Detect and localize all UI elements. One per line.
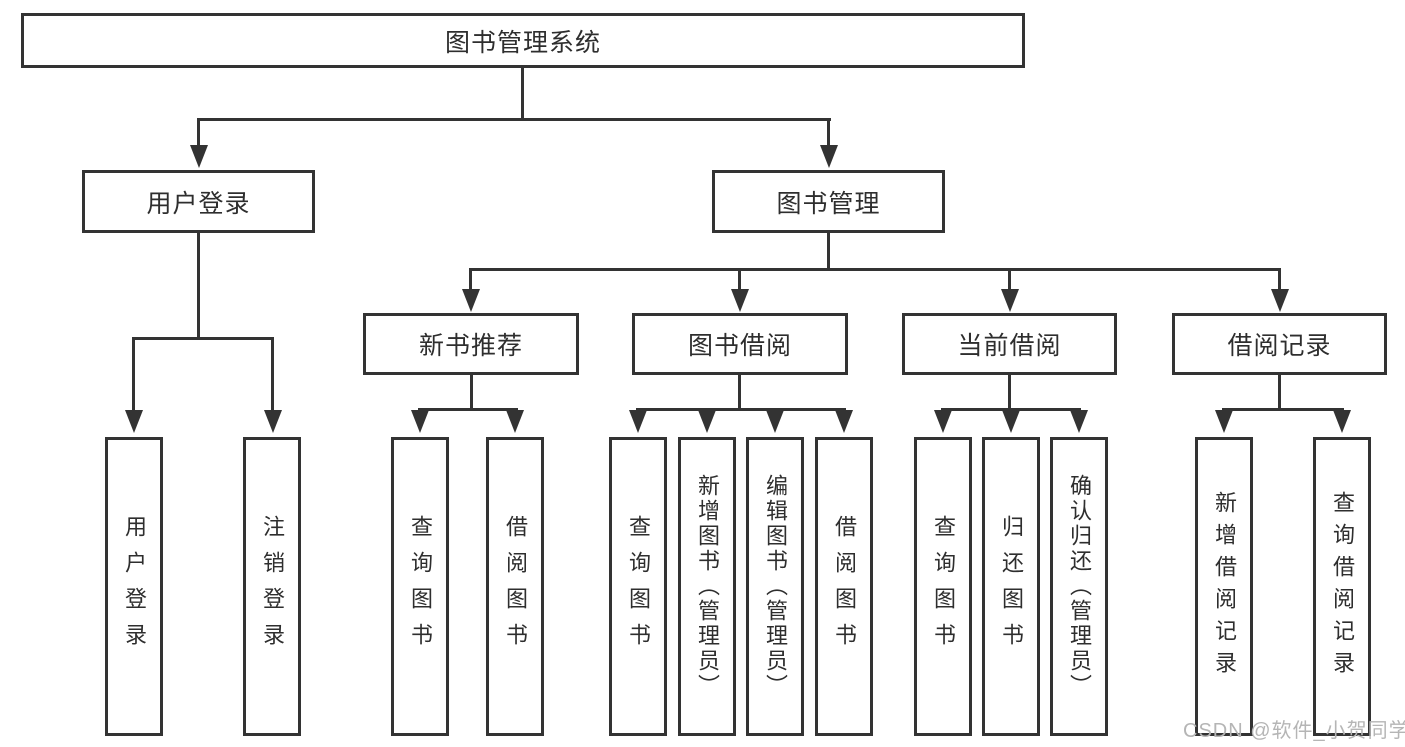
arrow-down-icon (698, 410, 716, 433)
leaf-label: 查询借阅记录 (1330, 490, 1355, 683)
leaf-label: 借阅图书 (832, 514, 857, 659)
connector-level2-bar (197, 118, 831, 121)
connector-stub-book-borrow (738, 268, 741, 289)
leaf-logout: 注销登录 (243, 437, 301, 736)
arrow-down-icon (411, 410, 429, 433)
leaf-label: 查询图书 (931, 514, 956, 659)
connector-book-mgmt-drop (827, 233, 830, 271)
leaf-label: 确认归还（管理员） (1067, 474, 1092, 699)
connector-borrow-records-drop (1278, 375, 1281, 408)
connector-stub-leaf (271, 337, 274, 410)
connector-stub-new-books (469, 268, 472, 289)
node-book-borrow: 图书借阅 (632, 313, 848, 375)
leaf-edit-books-admin: 编辑图书（管理员） (746, 437, 804, 736)
leaf-return-books: 归还图书 (982, 437, 1040, 736)
arrow-down-icon (1070, 410, 1088, 433)
connector-level3-bar (469, 268, 1281, 271)
arrow-down-icon (1002, 410, 1020, 433)
connector-current-borrow-bar (941, 408, 1081, 411)
leaf-label: 用户登录 (122, 514, 147, 659)
connector-user-login-bar (132, 337, 274, 340)
leaf-query-borrow-record: 查询借阅记录 (1313, 437, 1371, 736)
leaf-query-books-borrow: 查询图书 (609, 437, 667, 736)
leaf-label: 新增图书（管理员） (695, 474, 720, 699)
connector-stub-book-mgmt (827, 118, 830, 146)
leaf-borrow-books-newbooks: 借阅图书 (486, 437, 544, 736)
arrow-down-icon (190, 145, 208, 168)
leaf-add-borrow-record: 新增借阅记录 (1195, 437, 1253, 736)
node-borrow-records-label: 借阅记录 (1227, 332, 1332, 360)
node-current-borrow-label: 当前借阅 (957, 332, 1062, 360)
node-book-mgmt-label: 图书管理 (776, 189, 881, 218)
connector-user-login-drop (197, 233, 200, 337)
arrow-down-icon (934, 410, 952, 433)
leaf-label: 归还图书 (999, 514, 1024, 659)
arrow-down-icon (1001, 289, 1019, 312)
arrow-down-icon (264, 410, 282, 433)
arrow-down-icon (731, 289, 749, 312)
arrow-down-icon (629, 410, 647, 433)
arrow-down-icon (1333, 410, 1351, 433)
leaf-label: 新增借阅记录 (1212, 490, 1237, 683)
connector-book-borrow-bar (636, 408, 846, 411)
leaf-confirm-return-admin: 确认归还（管理员） (1050, 437, 1108, 736)
arrow-down-icon (835, 410, 853, 433)
connector-stub-current-borrow (1008, 268, 1011, 289)
arrow-down-icon (820, 145, 838, 168)
connector-new-books-drop (470, 375, 473, 408)
leaf-borrow-books: 借阅图书 (815, 437, 873, 736)
node-user-login: 用户登录 (82, 170, 315, 233)
connector-current-borrow-drop (1008, 375, 1011, 408)
leaf-add-books-admin: 新增图书（管理员） (678, 437, 736, 736)
leaf-query-books-newbooks: 查询图书 (391, 437, 449, 736)
arrow-down-icon (125, 410, 143, 433)
node-root-label: 图书管理系统 (444, 28, 601, 57)
connector-stub-user-login (197, 118, 200, 146)
node-new-books-label: 新书推荐 (418, 332, 523, 360)
node-new-books: 新书推荐 (363, 313, 579, 375)
arrow-down-icon (462, 289, 480, 312)
leaf-query-books-current: 查询图书 (914, 437, 972, 736)
arrow-down-icon (1271, 289, 1289, 312)
connector-root-drop (521, 68, 524, 118)
arrow-down-icon (506, 410, 524, 433)
connector-borrow-records-bar (1222, 408, 1344, 411)
node-borrow-records: 借阅记录 (1172, 313, 1387, 375)
connector-stub-leaf (132, 337, 135, 410)
leaf-label: 查询图书 (626, 514, 651, 659)
arrow-down-icon (1215, 410, 1233, 433)
node-book-mgmt: 图书管理 (712, 170, 945, 233)
node-book-borrow-label: 图书借阅 (687, 332, 792, 360)
connector-new-books-bar (418, 408, 518, 411)
connector-book-borrow-drop (738, 375, 741, 408)
arrow-down-icon (766, 410, 784, 433)
node-current-borrow: 当前借阅 (902, 313, 1117, 375)
csdn-watermark: CSDN @软件_小贺同学 (1183, 720, 1405, 742)
leaf-label: 注销登录 (260, 514, 285, 659)
leaf-label: 借阅图书 (503, 514, 528, 659)
node-root: 图书管理系统 (21, 13, 1025, 68)
node-user-login-label: 用户登录 (146, 189, 251, 218)
connector-stub-borrow-records (1278, 268, 1281, 289)
leaf-label: 查询图书 (408, 514, 433, 659)
leaf-user-login: 用户登录 (105, 437, 163, 736)
leaf-label: 编辑图书（管理员） (763, 474, 788, 699)
